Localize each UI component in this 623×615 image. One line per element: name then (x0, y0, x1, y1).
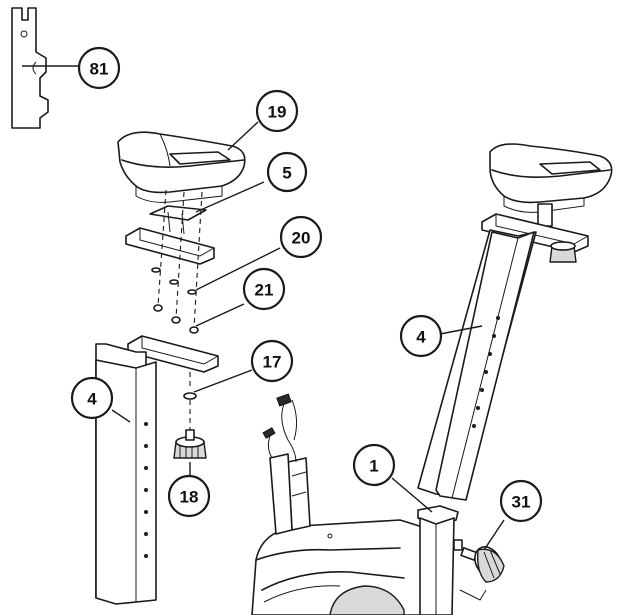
knob-31 (460, 546, 505, 583)
callout-4-left: 4 (70, 376, 114, 420)
wrench-tool (11, 7, 49, 129)
callout-21-label: 21 (255, 281, 274, 300)
callout-20: 20 (279, 215, 323, 259)
saddle-exploded (117, 131, 246, 203)
callout-18-label: 18 (180, 488, 199, 507)
callout-19-label: 19 (268, 103, 287, 122)
callout-17: 17 (250, 339, 294, 383)
adjustment-knob-18 (173, 429, 207, 459)
callout-17-label: 17 (263, 353, 282, 372)
callout-5: 5 (266, 151, 308, 193)
saddle-clamp-plate (149, 205, 207, 235)
main-frame (251, 393, 487, 615)
callout-5-label: 5 (282, 164, 291, 183)
callout-4-left-label: 4 (87, 390, 97, 409)
callout-20-label: 20 (292, 229, 311, 248)
callout-1-label: 1 (369, 457, 378, 476)
callout-21: 21 (242, 267, 286, 311)
callout-1: 1 (352, 443, 396, 487)
seat-post-right (417, 143, 613, 501)
washer-17 (183, 392, 197, 400)
callout-4-right: 4 (399, 314, 443, 358)
leader-lines (22, 65, 505, 551)
callout-81: 81 (77, 46, 121, 90)
callout-31-label: 31 (512, 493, 531, 512)
seat-post-holes (144, 422, 149, 558)
seat-post-left (95, 335, 219, 605)
callout-81-label: 81 (90, 60, 109, 79)
seat-post-right-holes (472, 316, 501, 429)
saddle-rail (125, 227, 215, 265)
callout-4-right-label: 4 (416, 328, 426, 347)
callout-31: 31 (499, 479, 543, 523)
callout-18: 18 (167, 474, 211, 518)
callout-19: 19 (255, 89, 299, 133)
